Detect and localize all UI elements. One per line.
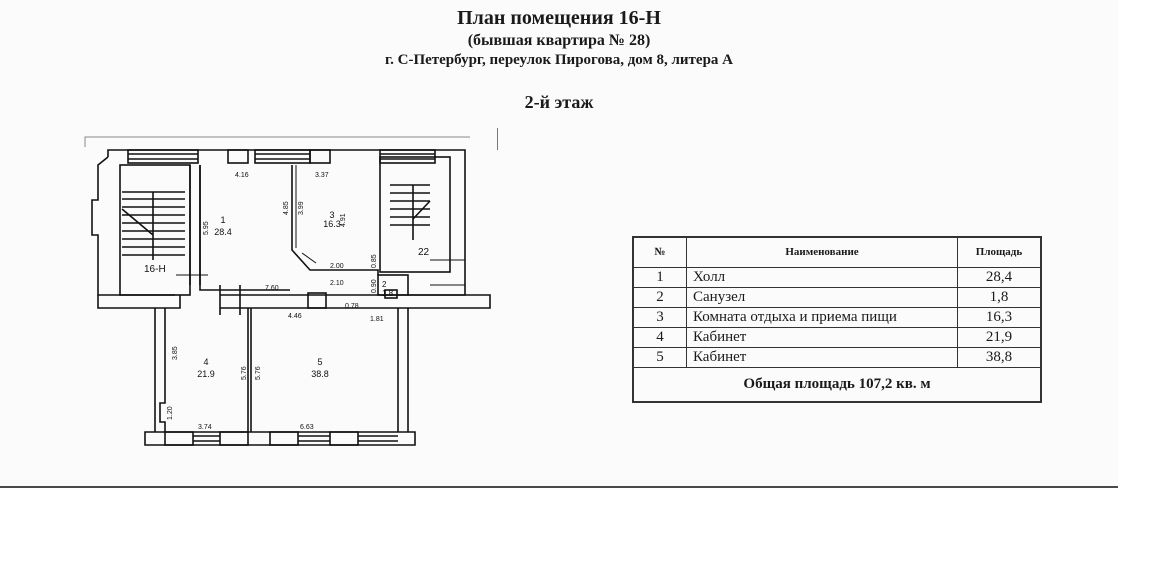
room-name: Кабинет <box>686 327 958 348</box>
room-1-area: 28.4 <box>214 227 232 237</box>
dim-label: 2.10 <box>330 280 344 287</box>
plan-address: г. С-Петербург, переулок Пирогова, дом 8… <box>385 52 733 68</box>
dim-label: 5.95 <box>203 221 210 235</box>
header-number: № <box>632 236 687 268</box>
room-number: 3 <box>632 307 687 328</box>
table-header-row: № Наименование Площадь <box>632 236 1042 268</box>
table-row: 3 Комната отдыха и приема пищи 16,3 <box>632 307 1042 328</box>
room-3-wall <box>291 165 379 275</box>
dim-label: 4.46 <box>288 313 302 320</box>
room-number: 2 <box>632 287 687 308</box>
dim-label: 3.85 <box>172 346 179 360</box>
room-area-table: № Наименование Площадь 1 Холл 28,4 2 Сан… <box>632 236 1042 403</box>
header-area: Площадь <box>957 236 1042 268</box>
room-4-number: 4 <box>203 357 208 367</box>
room-5-right-wall <box>397 308 409 432</box>
unit-label: 16-Н <box>144 264 166 275</box>
room-3-number: 3 <box>329 210 334 220</box>
room-1-wall <box>199 165 290 291</box>
room-number: 1 <box>632 267 687 288</box>
room-4-area: 21.9 <box>197 369 215 379</box>
room-area: 28,4 <box>957 267 1042 288</box>
outer-wall-bottom <box>144 431 416 446</box>
total-row: Общая площадь 107,2 кв. м <box>632 367 1042 403</box>
dim-label: 1.20 <box>167 406 174 420</box>
right-staircase <box>379 156 465 286</box>
frame-line <box>84 136 470 147</box>
dim-label: 3.99 <box>298 201 305 215</box>
plan-title: План помещения 16-Н <box>457 7 661 29</box>
outer-wall-left <box>91 156 175 296</box>
plan-subtitle: (бывшая квартира № 28) <box>467 32 651 49</box>
table-row: 2 Санузел 1,8 <box>632 287 1042 308</box>
room-number: 5 <box>632 347 687 368</box>
dim-label: 6.63 <box>300 424 314 431</box>
corridor-left <box>97 295 181 309</box>
room-area: 16,3 <box>957 307 1042 328</box>
corridor-wall <box>220 294 491 309</box>
bottom-windows <box>164 431 398 446</box>
dim-label: 7.60 <box>265 285 279 292</box>
room-name: Санузел <box>686 287 958 308</box>
dim-label: 5.76 <box>241 366 248 380</box>
floor-label: 2-й этаж <box>524 92 594 112</box>
table-row: 4 Кабинет 21,9 <box>632 327 1042 348</box>
left-staircase <box>119 164 208 296</box>
room-2-area: 1.8 <box>382 289 394 298</box>
dim-label: 4.16 <box>235 172 249 179</box>
dim-label: 3.74 <box>198 424 212 431</box>
room-1-number: 1 <box>220 215 225 225</box>
room-2-number: 2 <box>382 280 387 289</box>
table-row: 5 Кабинет 38,8 <box>632 347 1042 368</box>
dim-label: 0.85 <box>371 254 378 268</box>
room-name: Комната отдыха и приема пищи <box>686 307 958 328</box>
dim-label: 3.37 <box>315 172 329 179</box>
stair-label: 22 <box>418 247 430 258</box>
dim-label: 2.00 <box>330 263 344 270</box>
dim-label: 4.91 <box>340 213 347 227</box>
table-row: 1 Холл 28,4 <box>632 267 1042 288</box>
floor-plan: 16-Н 22 1 28.4 2 1.8 3 16.3 4 21.9 5 38.… <box>84 136 491 446</box>
room-5-area: 38.8 <box>311 369 329 379</box>
room-number: 4 <box>632 327 687 348</box>
dim-label: 5.76 <box>255 366 262 380</box>
dim-label: 0.90 <box>371 279 378 293</box>
top-windows <box>127 149 436 164</box>
dim-label: 1.81 <box>370 316 384 323</box>
room-3-area: 16.3 <box>323 219 341 229</box>
header-name: Наименование <box>686 236 958 268</box>
scanned-document: План помещения 16-Н (бывшая квартира № 2… <box>0 7 1118 488</box>
room-5-number: 5 <box>317 357 322 367</box>
room-name: Кабинет <box>686 347 958 368</box>
room-area: 1,8 <box>957 287 1042 308</box>
room-4-left-wall <box>159 308 166 432</box>
outer-wall-right <box>408 157 466 296</box>
total-area: Общая площадь 107,2 кв. м <box>632 367 1042 403</box>
room-area: 21,9 <box>957 327 1042 348</box>
dim-label: 4.85 <box>283 201 290 215</box>
room-area: 38,8 <box>957 347 1042 368</box>
room-name: Холл <box>686 267 958 288</box>
dim-label: 0.78 <box>345 303 359 310</box>
scan-mark <box>497 128 498 150</box>
